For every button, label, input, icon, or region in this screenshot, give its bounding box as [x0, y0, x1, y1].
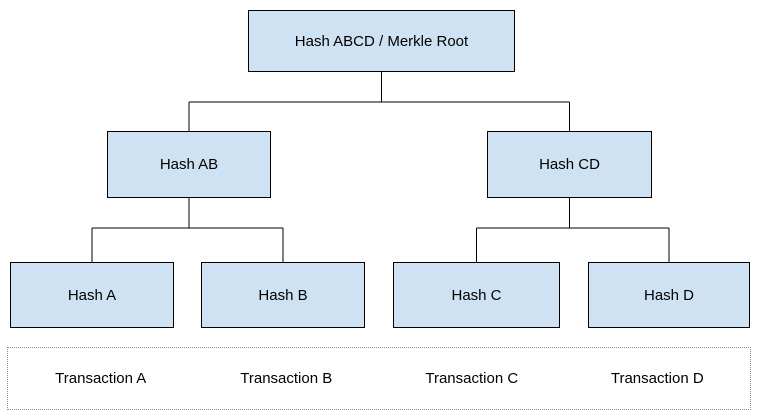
node-hash-c: Hash C: [393, 262, 560, 328]
node-hash-cd: Hash CD: [487, 131, 652, 198]
node-hash-a: Hash A: [10, 262, 174, 328]
transaction-b-label: Transaction B: [240, 370, 333, 387]
transaction-a-label: Transaction A: [55, 370, 147, 387]
node-hash-b: Hash B: [201, 262, 365, 328]
node-hash-d: Hash D: [588, 262, 750, 328]
transaction-c-label: Transaction C: [425, 370, 519, 387]
transactions-row: Transaction A Transaction B Transaction …: [7, 347, 751, 410]
node-hash-ab: Hash AB: [107, 131, 271, 198]
node-merkle-root: Hash ABCD / Merkle Root: [248, 10, 515, 72]
transaction-d-label: Transaction D: [610, 370, 704, 387]
